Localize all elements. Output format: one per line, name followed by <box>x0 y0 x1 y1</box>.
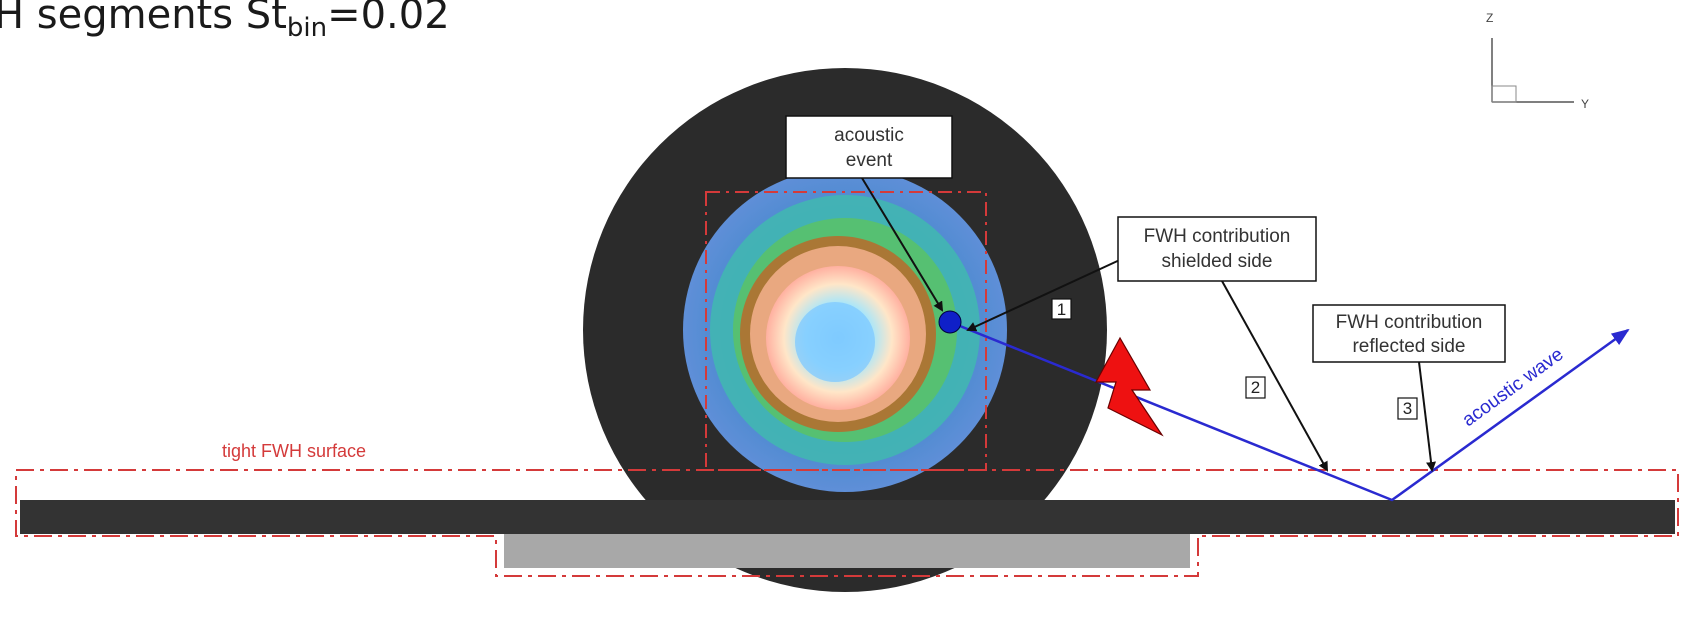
callout-acoustic-event: acoustic event <box>785 115 953 179</box>
callout-reflected: FWH contribution reflected side <box>1312 304 1506 363</box>
title-subscript: bin <box>287 13 327 43</box>
callout-line-1: acoustic <box>834 125 904 146</box>
number-box <box>1245 376 1266 399</box>
callout-line-2: shielded side <box>1162 251 1273 272</box>
axis-y-label: Y <box>1581 97 1589 111</box>
tight-fwh-surface-label: tight FWH surface <box>222 441 366 461</box>
tight-fwh-surface <box>15 469 1679 577</box>
axis-corner-box <box>1491 85 1517 103</box>
plate <box>20 500 1675 534</box>
number-label: 1 <box>1057 300 1066 319</box>
callout-box <box>785 115 953 179</box>
callout-line-2: reflected side <box>1352 336 1465 357</box>
callout-box <box>1117 216 1317 282</box>
callout-line-1: FWH contribution <box>1144 226 1291 247</box>
callout-line-2: event <box>846 150 893 171</box>
number-marker-3: 3 <box>1397 397 1418 420</box>
number-label: 2 <box>1251 378 1260 397</box>
callout-line-1: FWH contribution <box>1336 312 1483 333</box>
callout-shielded: FWH contribution shielded side <box>1117 216 1317 282</box>
flow-field <box>683 168 1007 492</box>
number-marker-2: 2 <box>1245 376 1266 399</box>
number-marker-1: 1 <box>1051 298 1072 320</box>
shielded-arrow-to-source <box>966 257 1125 332</box>
shielded-arrow-to-surface <box>1221 280 1328 472</box>
lightning-bolt-icon <box>1094 336 1164 437</box>
source-point <box>938 310 962 334</box>
title: H segments Stbin=0.02 <box>0 0 450 43</box>
acoustic-event-arrow <box>861 177 944 312</box>
number-box <box>1397 397 1418 420</box>
substrate <box>504 534 1190 568</box>
core-center <box>795 302 875 382</box>
reflected-arrow-to-surface <box>1418 361 1437 472</box>
axis-z-label: Z <box>1486 11 1493 25</box>
title-suffix: =0.02 <box>327 0 450 38</box>
axis-indicator: Z Y <box>1486 11 1589 111</box>
number-label: 3 <box>1403 399 1412 418</box>
fwh-surfaces <box>15 191 1679 577</box>
callout-box <box>1312 304 1506 363</box>
number-box <box>1051 298 1072 320</box>
title-prefix: H segments St <box>0 0 287 38</box>
